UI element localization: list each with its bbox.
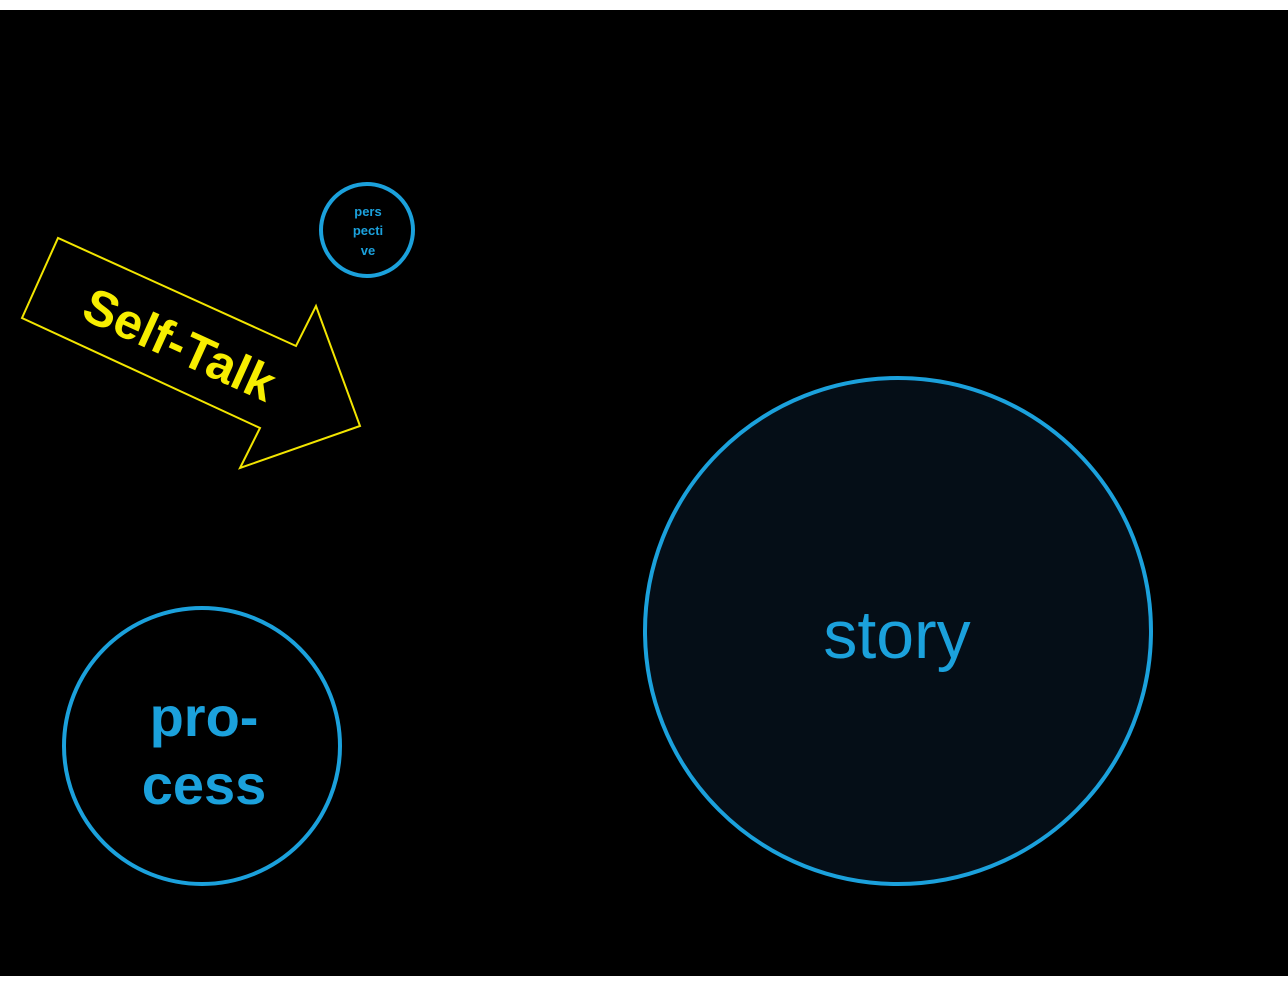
story-circle: [643, 376, 1153, 886]
process-node: pro- cess: [62, 606, 342, 886]
perspective-label-line-2: pecti: [353, 223, 383, 238]
process-label-line-1: pro-: [150, 685, 259, 748]
process-label-line-2: cess: [142, 753, 267, 816]
perspective-label-line-1: pers: [354, 204, 381, 219]
process-circle: [62, 606, 342, 886]
perspective-label-line-3: ve: [361, 243, 375, 258]
perspective-node: pers pecti ve: [319, 182, 415, 278]
perspective-circle: [319, 182, 415, 278]
story-node: story: [643, 376, 1153, 886]
story-label: story: [823, 597, 970, 673]
arrow-shape: [20, 236, 362, 470]
